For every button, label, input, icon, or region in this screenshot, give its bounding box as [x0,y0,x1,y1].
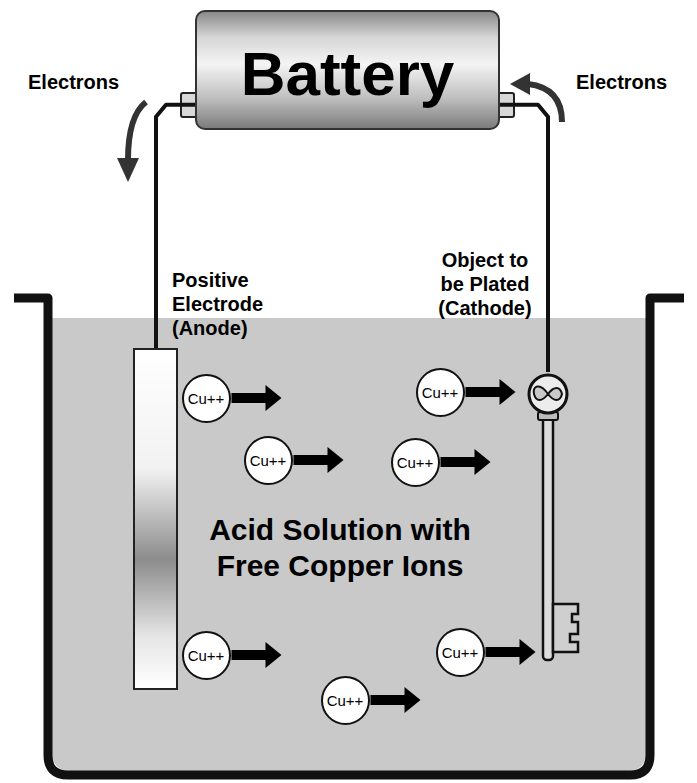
ion-direction-arrow [371,687,421,713]
electron-flow-label: Electrons [576,70,686,94]
ion-label: Cu++ [188,391,225,406]
copper-ion: Cu++ [182,374,231,423]
wire [500,105,548,372]
ion-direction-arrow [466,379,516,405]
copper-ion: Cu++ [436,628,485,677]
key-bow [529,375,567,413]
ion-label: Cu++ [327,693,364,708]
ion-direction-arrow [232,385,282,411]
electron-arrow [117,158,139,182]
electron-arrow [128,102,146,160]
anode-electrode: Positive Electrode (Anode) [133,348,178,690]
key-bit [553,604,578,652]
copper-ion: Cu++ [391,438,440,487]
battery: Battery [195,10,500,130]
key-shaft [543,410,553,660]
plating-tank [14,298,684,775]
electron-arrow [510,73,530,95]
solution-label: Acid Solution with Free Copper Ions [175,512,505,584]
ion-label: Cu++ [422,385,459,400]
key-drawing [526,372,590,668]
ion-label: Cu++ [188,648,225,663]
ion-label: Cu++ [442,645,479,660]
cathode-key: Object to be Plated (Cathode) [526,372,590,668]
ion-direction-arrow [441,449,491,475]
copper-ion: Cu++ [244,436,293,485]
copper-ion: Cu++ [321,676,370,725]
electrode-label: Object to be Plated (Cathode) [429,248,541,320]
ion-direction-arrow [232,642,282,668]
key-bow-hole [534,386,562,400]
electrode-label: Positive Electrode (Anode) [172,268,272,340]
acid-solution [52,318,646,771]
ion-direction-arrow [294,447,344,473]
ion-label: Cu++ [250,453,287,468]
ion-label: Cu++ [397,455,434,470]
battery-label: Battery [241,35,455,105]
copper-ion: Cu++ [416,368,465,417]
copper-ion: Cu++ [182,631,231,680]
ion-direction-arrow [486,639,536,665]
electron-flow-label: Electrons [28,70,138,94]
